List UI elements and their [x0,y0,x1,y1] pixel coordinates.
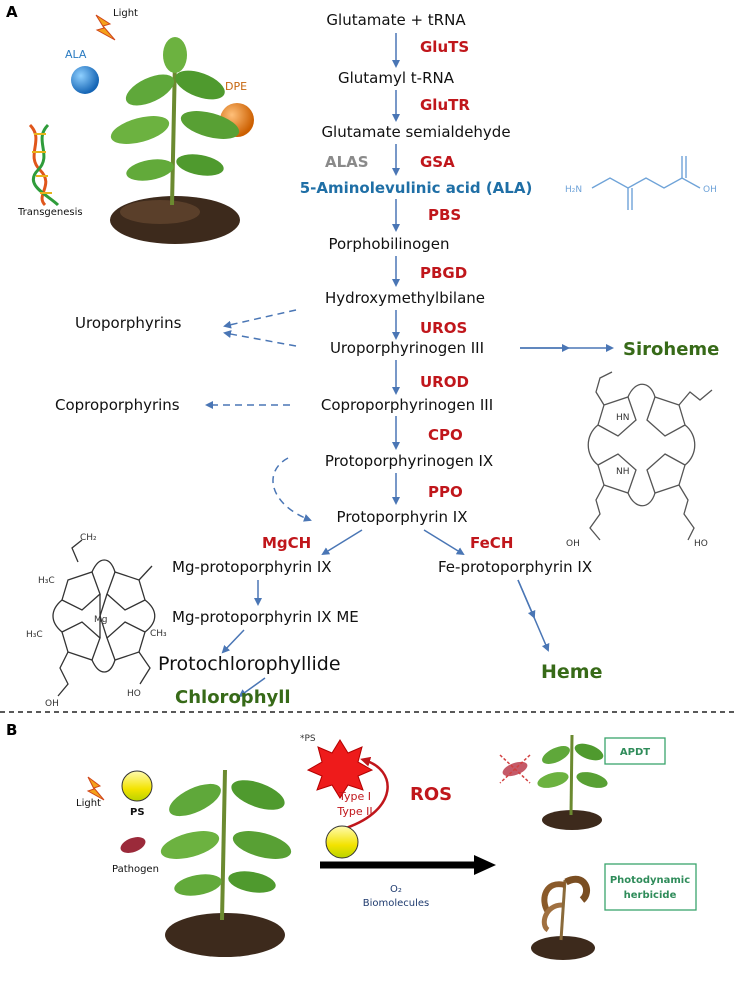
node-mg-protoporphyrin-me: Mg-protoporphyrin IX ME [172,608,359,626]
arrow-curved-dashed [272,457,312,522]
enzyme-ppo: PPO [428,483,463,501]
enzyme-cpo: CPO [428,426,463,444]
dna-helix-icon [28,123,60,207]
o2-label: O₂ [390,884,402,895]
apdt-box [604,737,666,765]
node-glutamate-semialdehyde: Glutamate semialdehyde [321,123,510,141]
chl-ho: HO [127,689,141,699]
herbicide-label-line2: herbicide [624,890,677,901]
apdt-label: APDT [620,747,650,758]
node-uroporphyrins: Uroporphyrins [75,314,182,332]
enzyme-alas: ALAS [325,153,369,171]
arrow-to-heme-mid [517,579,536,619]
enzyme-urod: UROD [420,373,469,391]
ala-structure [591,156,701,210]
chl-h3c-left: H₃C [26,630,43,640]
enzyme-fech: FeCH [470,534,513,552]
arrow-to-chlorophyll [238,677,266,698]
node-uroporphyrinogen: Uroporphyrinogen III [330,339,484,357]
wilted-plant-icon [531,875,595,960]
node-glutamate-trna: Glutamate + tRNA [326,11,466,29]
node-heme: Heme [541,661,602,683]
node-ala: 5-Aminolevulinic acid (ALA) [300,179,533,197]
node-protoporphyrinogen: Protoporphyrinogen IX [325,452,493,470]
dead-pathogen-icon [499,754,531,784]
node-fe-protoporphyrin: Fe-protoporphyrin IX [438,558,592,576]
herbicide-label-line1: Photodynamic [610,875,690,886]
ps-sphere-icon [121,770,153,802]
panel-label-a: A [6,3,18,21]
excited-ps-star-icon [306,739,374,799]
arrow-mgch [321,529,363,556]
node-coproporphyrins: Coproporphyrins [55,396,180,414]
node-siroheme: Siroheme [623,339,719,360]
light-label: Light [113,8,138,19]
pathogen-label: Pathogen [112,864,159,875]
node-mg-protoporphyrin: Mg-protoporphyrin IX [172,558,332,576]
protoporphyrin-structure [587,371,713,541]
node-glutamyl-trna: Glutamyl t-RNA [338,69,455,87]
arrow-to-uroporphyrins-upper [223,309,297,329]
light-label-b: Light [76,798,101,809]
node-porphobilinogen: Porphobilinogen [328,235,449,253]
arrow-fech [423,529,465,556]
porphyrin-nh-bottom: NH [616,467,630,477]
enzyme-gluts: GluTS [420,38,469,56]
ala-sphere-icon [71,66,99,94]
enzyme-pbgd: PBGD [420,264,467,282]
excited-ps-label: *PS [300,734,316,744]
chl-h3c: H₃C [38,576,55,586]
transgenesis-label: Transgenesis [17,207,83,218]
ros-arrow [345,756,389,830]
pathogen-icon [120,837,146,853]
ps-label: PS [130,807,145,818]
ala-structure-h2n: H₂N [565,185,582,195]
arrow-to-protochlorophyllide [221,629,245,654]
chl-ch3: CH₃ [150,629,167,639]
plant-icon [110,37,240,244]
chl-ch2: CH₂ [80,533,97,543]
node-chlorophyll: Chlorophyll [175,687,291,708]
enzyme-uros: UROS [420,319,467,337]
enzyme-glutr: GluTR [420,96,470,114]
porphyrin-ho: HO [694,539,708,549]
node-hydroxymethylbilane: Hydroxymethylbilane [325,289,485,307]
lightning-icon-b [86,776,105,801]
herbicide-box [604,863,697,911]
chl-mg: Mg [94,615,107,625]
enzyme-pbs: PBS [428,206,461,224]
plant-icon-b [160,769,292,957]
porphyrin-oh: OH [566,539,580,549]
ala-structure-oh: OH [703,185,717,195]
node-protoporphyrin: Protoporphyrin IX [337,508,468,526]
ros-label: ROS [410,784,452,805]
biomolecules-label: Biomolecules [363,898,430,909]
type-one-label: Type I [338,790,371,803]
porphyrin-nh-top: HN [616,413,630,423]
ps-ground-sphere-icon [325,825,359,859]
chl-oh: OH [45,699,59,709]
chlorophyllide-structure [52,539,156,697]
dpe-label: DPE [225,80,247,93]
lightning-icon [95,14,116,41]
ala-label: ALA [65,48,87,61]
panel-label-b: B [6,721,17,739]
enzyme-gsa: GSA [420,153,455,171]
type-two-label: Type II [336,805,372,818]
healthy-plant-icon [537,734,608,830]
arrow-to-uroporphyrins-lower [223,330,297,347]
enzyme-mgch: MgCH [262,534,311,552]
node-coproporphyrinogen: Coproporphyrinogen III [321,396,493,414]
node-protochlorophyllide: Protochlorophyllide [158,653,341,675]
